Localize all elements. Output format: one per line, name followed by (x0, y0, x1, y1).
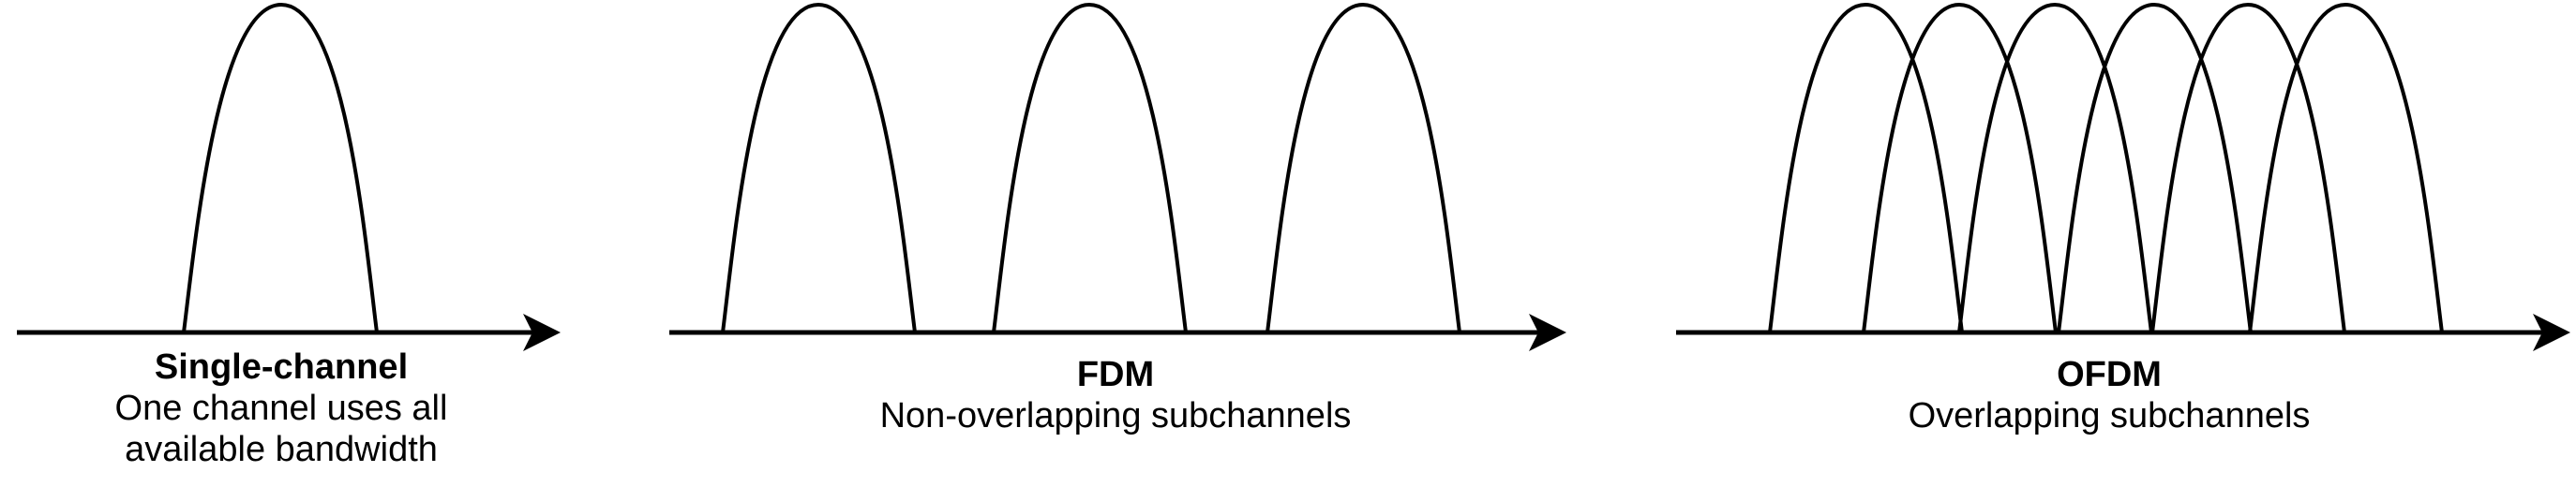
fdm-caption: FDM Non-overlapping subchannels (806, 354, 1425, 436)
ofdm-caption: OFDM Overlapping subchannels (1837, 354, 2381, 436)
ofdm-description: Overlapping subchannels (1908, 396, 2311, 435)
ofdm-subchannel-lobe (1957, 2, 2153, 333)
ofdm-panel (1676, 2, 2570, 351)
single-channel-title: Single-channel (154, 347, 409, 387)
fdm-title: FDM (1076, 355, 1155, 394)
fdm-subchannel-lobe (721, 2, 917, 333)
single-channel-description-line1: One channel uses all (114, 389, 448, 428)
ofdm-title: OFDM (2057, 355, 2162, 394)
ofdm-subchannel-lobe (2150, 2, 2346, 333)
fdm-subchannel-lobe (992, 2, 1188, 333)
fdm-description: Non-overlapping subchannels (879, 396, 1352, 435)
single-channel-lobe (182, 2, 379, 333)
ofdm-subchannel-lobe (2248, 2, 2444, 333)
ofdm-axis-arrowhead (2533, 314, 2570, 351)
ofdm-subchannel-lobe (2057, 2, 2253, 333)
ofdm-subchannel-lobe (1768, 2, 1964, 333)
single-axis-arrowhead (523, 314, 561, 351)
single-channel-panel (17, 2, 561, 351)
fdm-panel (669, 2, 1566, 351)
ofdm-subchannel-lobe (1862, 2, 2058, 333)
fdm-axis-arrowhead (1529, 314, 1566, 351)
fdm-subchannel-lobe (1266, 2, 1461, 333)
single-channel-caption: Single-channel One channel uses all avai… (56, 347, 506, 470)
single-channel-description-line2: available bandwidth (125, 430, 438, 469)
